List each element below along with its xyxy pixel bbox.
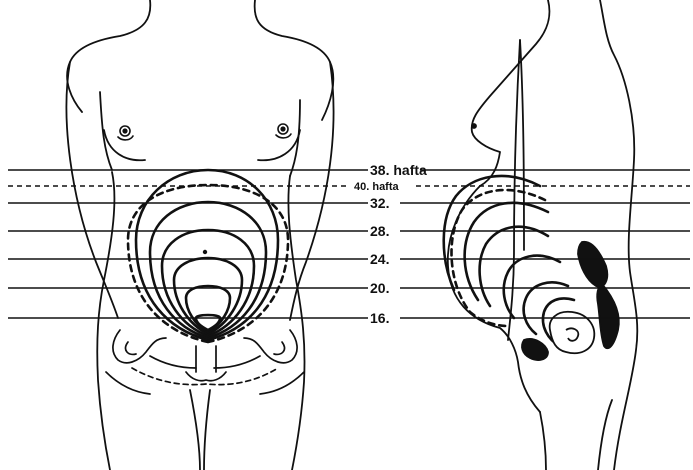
front-contour-24 [174,258,242,334]
front-chest-left [104,130,145,160]
side-pubic-bone [522,339,548,360]
side-kidney [578,242,607,287]
label-24: 24. [370,251,389,267]
side-view-figure [448,0,638,470]
side-back-outline [600,0,637,470]
label-38-hafta: 38. hafta [370,162,427,178]
side-front-outline [472,0,550,186]
side-nipple [472,124,476,128]
side-rectum [597,284,619,348]
front-pelvis-inner [150,356,260,368]
front-pelvis-left-ilium [113,330,166,363]
label-40-hafta: 40. hafta [354,181,400,193]
front-nipples [118,124,291,140]
side-leg-back [598,400,612,470]
label-32: 32. [370,195,389,211]
front-left-arm-inner [100,92,112,170]
front-waist-right [288,176,304,470]
side-leg-front [540,412,546,470]
front-inner-leg-left [190,390,200,470]
front-chest-right [258,130,300,160]
side-contour-38 [444,176,540,290]
front-view-figure [66,0,333,470]
front-inner-leg-right [204,390,210,470]
front-contour-20 [186,286,230,332]
front-uterus-contours [128,170,288,342]
front-neck-right [255,0,334,120]
front-neck [67,0,150,112]
label-16: 16. [370,310,389,326]
front-navel [203,250,207,254]
label-20: 20. [370,280,389,296]
label-28: 28. [370,223,389,239]
front-waist-left [97,172,114,470]
front-pelvis-right-ilium [244,330,297,363]
